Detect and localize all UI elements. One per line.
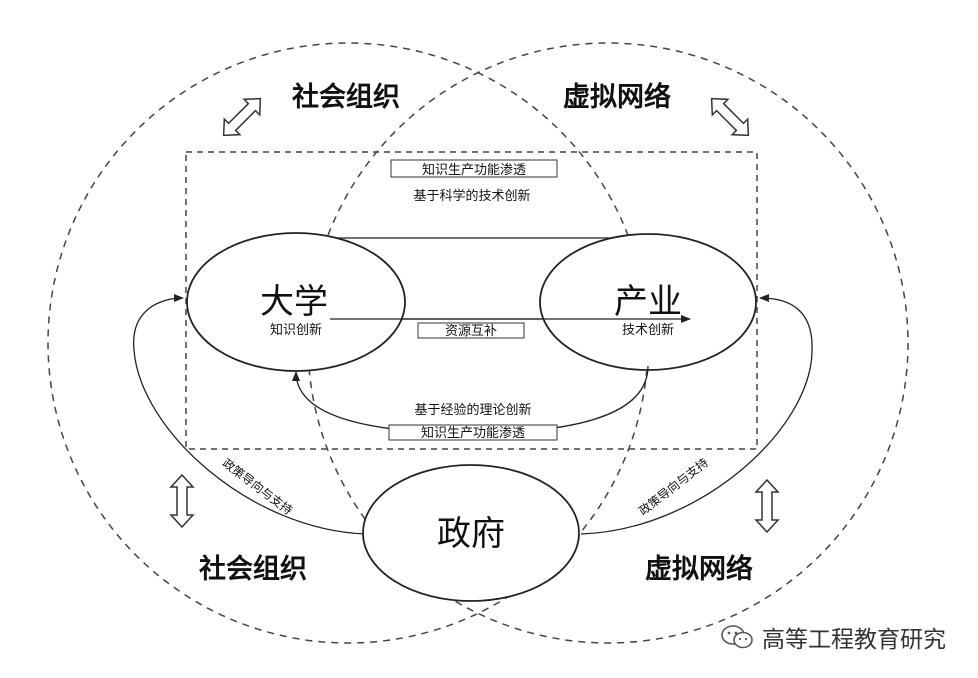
watermark: 高等工程教育研究 xyxy=(720,620,946,654)
double-arrow-icon-bottom-right xyxy=(754,478,780,534)
university-node xyxy=(186,232,406,372)
policy-label-right: 政策导向与支持 xyxy=(636,455,711,519)
knowledge-penetration-label-top: 知识生产功能渗透 xyxy=(422,162,526,178)
policy-arrow-right xyxy=(580,294,813,535)
knowledge-penetration-box-top xyxy=(390,159,558,178)
government-title: 政府 xyxy=(437,514,505,554)
university-industry-frame xyxy=(185,151,758,450)
experience-based-innovation-label: 基于经验的理论创新 xyxy=(414,402,531,418)
wechat-icon xyxy=(721,625,753,649)
resource-complement-box xyxy=(417,322,525,339)
svg-text:政策导向与支持: 政策导向与支持 xyxy=(220,455,296,518)
virtual-network-label-bottom: 虚拟网络 xyxy=(645,553,753,585)
university-subtitle: 知识创新 xyxy=(270,322,322,338)
science-based-innovation-label: 基于科学的技术创新 xyxy=(413,188,530,204)
experience-innovation-arrow xyxy=(292,365,649,434)
double-arrow-icon-top-right xyxy=(710,97,750,137)
policy-arrow-left xyxy=(133,294,367,535)
policy-label-left: 政策导向与支持 xyxy=(220,455,296,518)
double-arrow-icon-bottom-left xyxy=(169,473,195,529)
resource-complement-label: 资源互补 xyxy=(445,324,497,339)
industry-subtitle: 技术创新 xyxy=(622,322,674,338)
knowledge-penetration-box-bottom xyxy=(388,424,558,441)
social-organization-label-bottom: 社会组织 xyxy=(199,553,307,585)
double-arrow-icon-top-left xyxy=(222,97,262,137)
industry-title: 产业 xyxy=(614,282,682,322)
social-organization-label-top: 社会组织 xyxy=(292,81,400,113)
watermark-text: 高等工程教育研究 xyxy=(762,627,946,653)
knowledge-penetration-label-bottom: 知识生产功能渗透 xyxy=(421,425,525,441)
government-node xyxy=(362,464,580,602)
university-title: 大学 xyxy=(260,282,328,322)
virtual-network-label-top: 虚拟网络 xyxy=(563,81,671,113)
svg-text:政策导向与支持: 政策导向与支持 xyxy=(636,455,711,519)
